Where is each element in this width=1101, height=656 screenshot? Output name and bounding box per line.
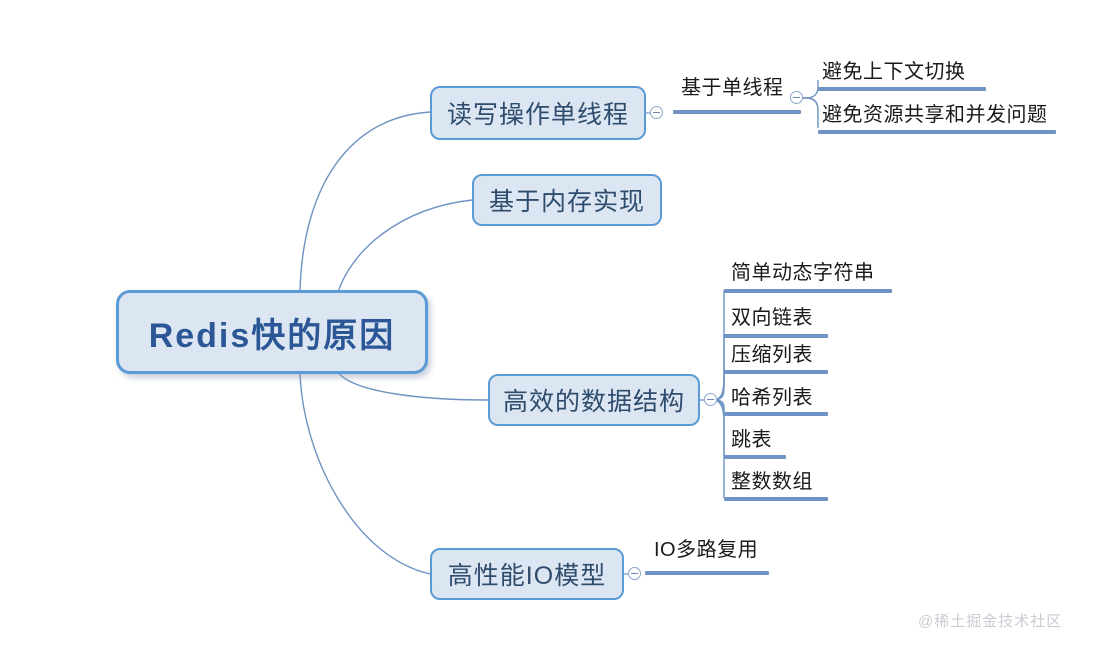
wire-bracket-down-concurrency xyxy=(801,97,819,128)
leaf-label-sds[interactable]: 简单动态字符串 xyxy=(731,262,875,284)
branch-node-memory-based[interactable]: 基于内存实现 xyxy=(472,174,662,226)
watermark: @稀土掘金技术社区 xyxy=(918,613,1063,630)
leaf-bar-skiplist xyxy=(724,455,786,459)
root-node[interactable]: Redis快的原因 xyxy=(116,290,428,374)
leaf-bar-sds xyxy=(724,289,892,293)
wire-ds-leaf-6 xyxy=(712,399,725,498)
leaf-bar-hash-table xyxy=(724,412,828,416)
wire-ds-leaf-5 xyxy=(712,399,725,456)
leaf-label-hash-table[interactable]: 哈希列表 xyxy=(731,387,813,409)
wire-root-to-datastructure xyxy=(337,371,489,401)
toggle-io-model-icon[interactable] xyxy=(628,567,641,580)
wire-root-to-memory xyxy=(337,199,473,293)
branch-node-data-structure-label: 高效的数据结构 xyxy=(502,388,685,416)
leaf-bar-avoid-context-switch xyxy=(818,87,986,91)
leaf-bar-io-multiplexing xyxy=(645,571,769,575)
leaf-label-avoid-shared-resource[interactable]: 避免资源共享和并发问题 xyxy=(822,104,1048,126)
branch-node-data-structure[interactable]: 高效的数据结构 xyxy=(488,374,700,426)
leaf-bar-doubly-linked-list xyxy=(724,334,828,338)
leaf-bar-single-thread-basis xyxy=(673,110,801,114)
branch-node-memory-based-label: 基于内存实现 xyxy=(488,188,645,216)
wire-bracket-up-context xyxy=(801,80,819,99)
wire-root-to-single-thread xyxy=(299,111,431,293)
branch-node-single-thread[interactable]: 读写操作单线程 xyxy=(430,86,646,140)
toggle-single-thread-icon[interactable] xyxy=(650,106,663,119)
leaf-bar-avoid-shared-resource xyxy=(818,130,1056,134)
leaf-label-avoid-context-switch[interactable]: 避免上下文切换 xyxy=(822,61,966,83)
leaf-bar-intset xyxy=(724,497,828,501)
leaf-label-ziplist[interactable]: 压缩列表 xyxy=(731,344,813,366)
leaf-label-io-multiplexing[interactable]: IO多路复用 xyxy=(654,539,759,561)
leaf-bar-ziplist xyxy=(724,370,828,374)
wire-root-to-io xyxy=(299,371,431,575)
branch-node-io-model-label: 高性能IO模型 xyxy=(447,562,607,590)
toggle-data-structure-icon[interactable] xyxy=(704,393,717,406)
leaf-label-intset[interactable]: 整数数组 xyxy=(731,471,813,493)
toggle-single-thread-sub-icon[interactable] xyxy=(790,91,803,104)
leaf-label-doubly-linked-list[interactable]: 双向链表 xyxy=(731,307,813,329)
leaf-label-single-thread-basis[interactable]: 基于单线程 xyxy=(681,77,784,99)
wire-ds-leaf-1 xyxy=(712,290,725,401)
root-node-label: Redis快的原因 xyxy=(148,316,396,355)
wire-ds-leaf-2 xyxy=(712,334,725,401)
leaf-label-skiplist[interactable]: 跳表 xyxy=(731,429,772,451)
branch-node-single-thread-label: 读写操作单线程 xyxy=(446,101,629,129)
branch-node-io-model[interactable]: 高性能IO模型 xyxy=(430,548,624,600)
